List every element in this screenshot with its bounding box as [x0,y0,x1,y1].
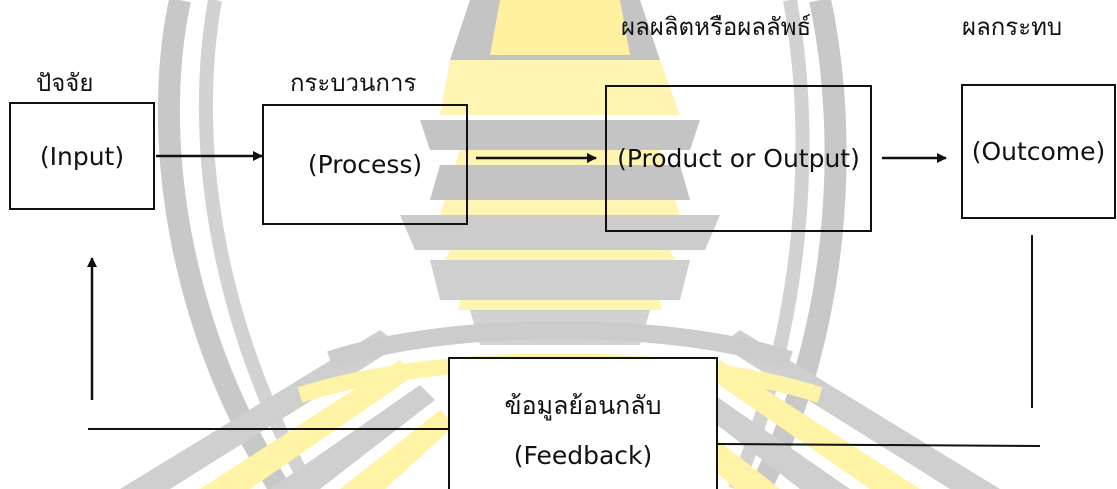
process-thai-label: กระบวนการ [290,69,417,97]
output-box: (Product or Output) [605,85,872,232]
output-thai-label: ผลผลิตหรือผลลัพธ์ [621,13,812,41]
outcome-thai-label: ผลกระทบ [962,13,1063,41]
input-thai-label: ปัจจัย [36,69,94,97]
outcome-box-text: (Outcome) [971,137,1106,166]
feedback-box-text: (Feedback) [513,441,653,470]
input-box-text: (Input) [39,141,125,171]
outcome-box: (Outcome) [961,84,1116,219]
process-box: (Process) [262,104,468,225]
output-box-text: (Product or Output) [617,144,860,173]
feedback-thai-text: ข้อมูลย้อนกลับ [504,391,662,420]
feedback-box: ข้อมูลย้อนกลับ (Feedback) [448,357,718,489]
input-box: (Input) [9,102,155,210]
feedback-right-line [717,443,1041,447]
process-box-text: (Process) [307,150,423,179]
